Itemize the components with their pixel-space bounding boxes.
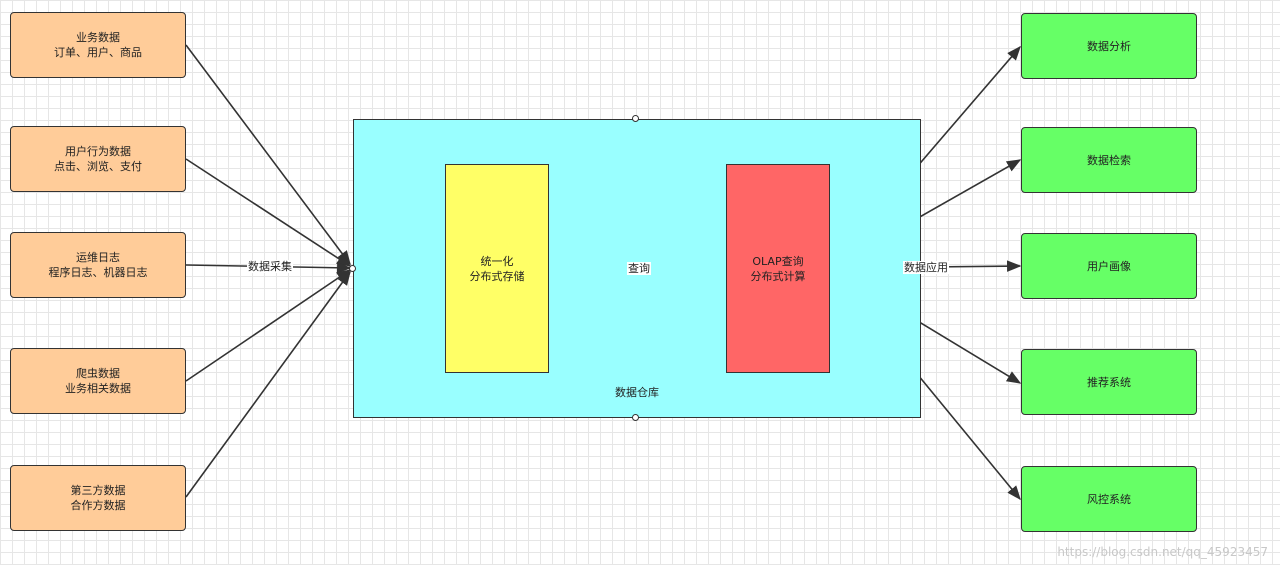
storage-node-title: 统一化 xyxy=(480,254,514,268)
container-top-handle[interactable] xyxy=(632,115,639,122)
edge-label-query: 查询 xyxy=(627,262,651,275)
edge-source-5 xyxy=(185,270,351,498)
source-node-title: 运维日志 xyxy=(76,251,120,264)
source-node-title: 业务数据 xyxy=(76,31,120,44)
source-node-third-party[interactable]: 第三方数据 合作方数据 xyxy=(10,465,186,531)
target-node-recommendation[interactable]: 推荐系统 xyxy=(1021,349,1197,415)
source-node-detail: 点击、浏览、支付 xyxy=(54,160,142,173)
edge-label-apply: 数据应用 xyxy=(903,261,949,274)
target-node-label: 风控系统 xyxy=(1087,492,1131,506)
source-node-detail: 程序日志、机器日志 xyxy=(48,266,148,279)
target-node-analysis[interactable]: 数据分析 xyxy=(1021,13,1197,79)
target-node-user-profile[interactable]: 用户画像 xyxy=(1021,233,1197,299)
source-node-title: 用户行为数据 xyxy=(65,145,131,158)
storage-node[interactable]: 统一化 分布式存储 xyxy=(445,164,549,373)
target-node-label: 推荐系统 xyxy=(1087,375,1131,389)
source-node-detail: 订单、用户、商品 xyxy=(54,46,142,59)
source-node-user-behavior[interactable]: 用户行为数据 点击、浏览、支付 xyxy=(10,126,186,192)
edge-label-collect: 数据采集 xyxy=(247,260,293,273)
olap-node[interactable]: OLAP查询 分布式计算 xyxy=(726,164,830,373)
edge-source-4 xyxy=(185,269,352,382)
source-node-title: 爬虫数据 xyxy=(76,367,120,380)
warehouse-label: 数据仓库 xyxy=(615,386,659,399)
source-node-detail: 合作方数据 xyxy=(70,499,126,512)
container-left-handle[interactable] xyxy=(349,265,356,272)
olap-node-detail: 分布式计算 xyxy=(750,269,806,283)
target-node-search[interactable]: 数据检索 xyxy=(1021,127,1197,193)
storage-node-detail: 分布式存储 xyxy=(469,269,525,283)
olap-node-title: OLAP查询 xyxy=(752,254,804,268)
edge-source-2 xyxy=(185,158,352,267)
target-node-risk-control[interactable]: 风控系统 xyxy=(1021,466,1197,532)
source-node-detail: 业务相关数据 xyxy=(65,382,131,395)
target-node-label: 用户画像 xyxy=(1087,259,1131,273)
source-node-title: 第三方数据 xyxy=(70,484,126,497)
source-node-business[interactable]: 业务数据 订单、用户、商品 xyxy=(10,12,186,78)
target-node-label: 数据检索 xyxy=(1087,153,1131,167)
source-node-ops-logs[interactable]: 运维日志 程序日志、机器日志 xyxy=(10,232,186,298)
container-bottom-handle[interactable] xyxy=(632,414,639,421)
watermark: https://blog.csdn.net/qq_45923457 xyxy=(1057,545,1268,559)
target-node-label: 数据分析 xyxy=(1087,39,1131,53)
source-node-crawler[interactable]: 爬虫数据 业务相关数据 xyxy=(10,348,186,414)
edge-source-1 xyxy=(185,44,351,266)
